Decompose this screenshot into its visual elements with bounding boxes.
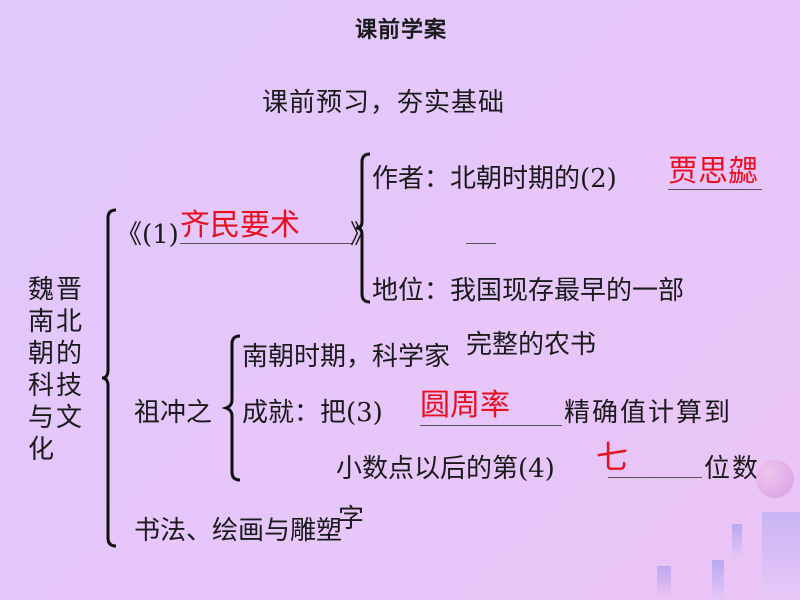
answer-1: 齐民要术 bbox=[180, 208, 300, 243]
main-brace-icon bbox=[101, 208, 117, 548]
book-prefix: 《(1) bbox=[116, 220, 179, 250]
blank-3 bbox=[420, 424, 562, 426]
decor-sphere-icon bbox=[756, 460, 794, 498]
decor-building-icon bbox=[712, 560, 724, 600]
book-brace-icon bbox=[355, 152, 371, 304]
status-continuation: 完整的农书 bbox=[466, 330, 597, 360]
answer-2: 贾思勰 bbox=[668, 154, 758, 189]
zu-line2-prefix: 小数点以后的第(4) bbox=[336, 454, 555, 484]
zu-period: 南朝时期，科学家 bbox=[242, 342, 451, 372]
blank-4 bbox=[608, 476, 702, 478]
decor-building-icon bbox=[732, 524, 742, 558]
page-title: 课前学案 bbox=[355, 17, 448, 43]
zu-brace-icon bbox=[222, 334, 241, 482]
zu-chongzhi-name: 祖冲之 bbox=[134, 398, 213, 428]
zu-achievement-prefix: 成就：把(3) bbox=[242, 398, 383, 428]
blank-1 bbox=[180, 242, 352, 244]
page-subtitle: 课前预习，夯实基础 bbox=[262, 88, 506, 118]
blank-2 bbox=[668, 188, 762, 190]
zu-line2-suffix: 位数 bbox=[704, 454, 761, 484]
root-topic: 魏晋南北朝的科技与文化 bbox=[28, 275, 85, 465]
status-label: 地位：我国现存最早的一部 bbox=[372, 276, 685, 306]
decor-building-icon bbox=[762, 512, 800, 600]
author-label: 作者：北朝时期的(2) bbox=[372, 164, 617, 194]
blank-2-continuation bbox=[466, 242, 496, 244]
arts-item: 字 bbox=[338, 504, 365, 534]
decor-building-icon bbox=[657, 566, 671, 600]
book-row: 《(1) bbox=[116, 214, 179, 251]
arts-label: 书法、绘画与雕塑 bbox=[134, 516, 343, 546]
answer-4: 七 bbox=[596, 438, 629, 476]
zu-achievement-mid: 精确值计算到 bbox=[564, 398, 733, 428]
answer-3: 圆周率 bbox=[420, 388, 510, 423]
